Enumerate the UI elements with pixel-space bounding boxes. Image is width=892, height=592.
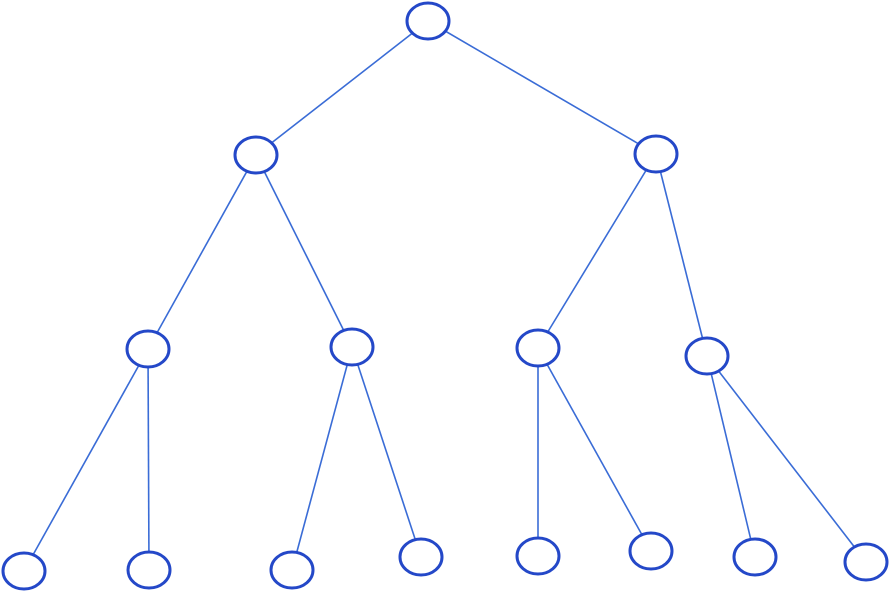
tree-node-n13 xyxy=(628,531,674,571)
tree-node-n2 xyxy=(233,135,279,175)
edge-n6-n13 xyxy=(537,347,652,552)
edge-n7-n15 xyxy=(706,355,867,563)
edge-n2-n4 xyxy=(147,154,257,350)
edge-n4-n8 xyxy=(23,348,149,572)
tree-node-n10 xyxy=(269,550,315,590)
edge-n4-n9 xyxy=(147,348,150,571)
tree-node-n5 xyxy=(329,327,375,367)
tree-node-n14 xyxy=(732,537,778,577)
tree-node-n1 xyxy=(405,1,451,41)
tree-node-n12 xyxy=(515,536,561,576)
edges xyxy=(23,20,867,572)
tree-node-n4 xyxy=(125,329,171,369)
edge-n5-n10 xyxy=(291,346,353,571)
tree-node-n11 xyxy=(398,537,444,577)
edge-n1-n3 xyxy=(427,20,657,155)
tree-node-n8 xyxy=(1,551,47,591)
tree-node-n3 xyxy=(633,134,679,174)
tree-node-n15 xyxy=(843,542,889,582)
tree-node-n7 xyxy=(684,336,730,376)
tree-node-n6 xyxy=(515,328,561,368)
edge-n5-n11 xyxy=(351,346,422,558)
tree-node-n9 xyxy=(126,550,172,590)
edge-n3-n6 xyxy=(537,153,657,349)
edge-n1-n2 xyxy=(255,20,429,156)
edge-n2-n5 xyxy=(255,154,353,348)
edge-n3-n7 xyxy=(655,153,708,357)
edge-n7-n14 xyxy=(706,355,756,558)
